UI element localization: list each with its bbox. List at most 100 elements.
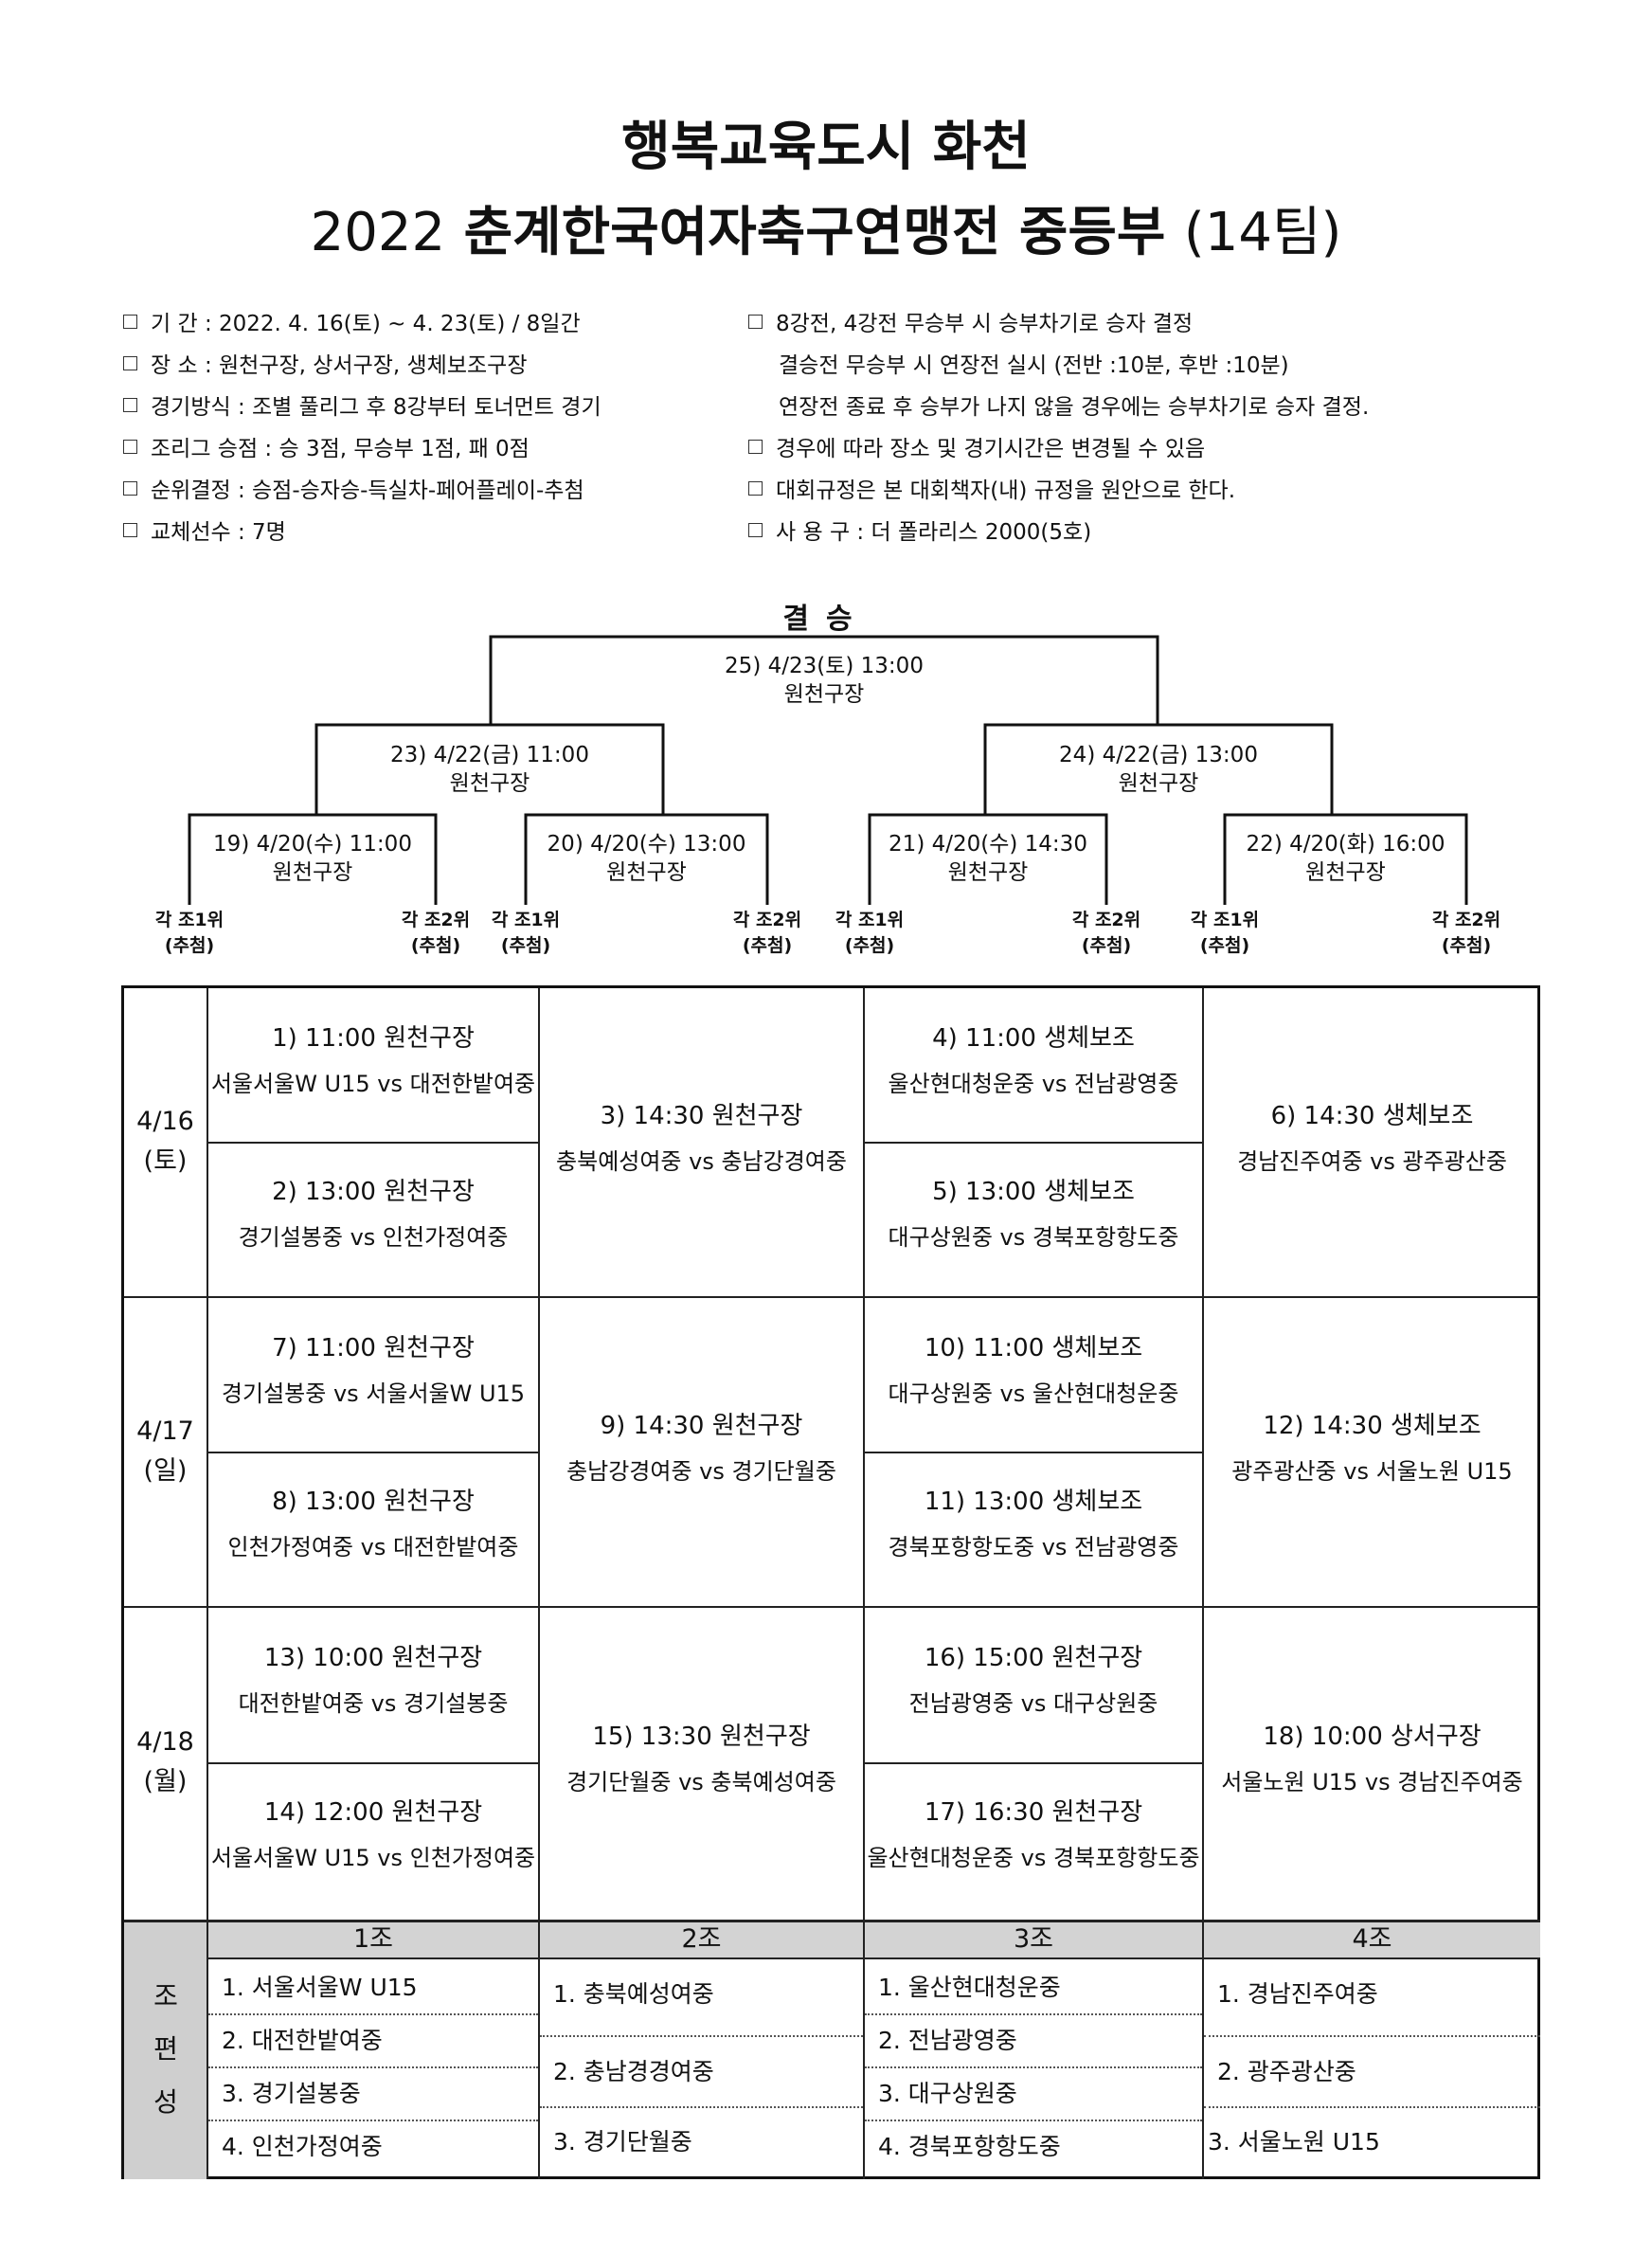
group-team: 3. 서울노원 U15 bbox=[1208, 2128, 1380, 2156]
info-text: 기 간 : 2022. 4. 16(토) ~ 4. 23(토) / 8일간 bbox=[151, 312, 581, 336]
group-team: 4. 경북포항항도중 bbox=[878, 2133, 1061, 2160]
info-row: 조리그 승점 : 승 3점, 무승부 1점, 패 0점 bbox=[123, 428, 602, 470]
group-label-panel bbox=[124, 1921, 206, 2179]
checkbox-icon bbox=[123, 356, 137, 370]
day-label: 4/17(일) bbox=[136, 1416, 194, 1486]
match-time: 19) 4/20(수) 11:00 bbox=[213, 832, 412, 857]
checkbox-icon bbox=[123, 523, 137, 537]
info-row: 결승전 무승부 시 연장전 실시 (전반 :10분, 후반 :10분) bbox=[748, 345, 1369, 387]
match-time: 24) 4/22(금) 13:00 bbox=[1059, 743, 1258, 767]
checkbox-icon bbox=[123, 398, 137, 412]
info-row: 순위결정 : 승점-승자승-득실차-페어플레이-추첨 bbox=[123, 470, 602, 512]
match-time: 20) 4/20(수) 13:00 bbox=[547, 832, 746, 857]
match-venue: 원천구장 bbox=[449, 771, 530, 796]
info-text: 8강전, 4강전 무승부 시 승부차기로 승자 결정 bbox=[776, 312, 1194, 336]
info-row: 사 용 구 : 더 폴라리스 2000(5호) bbox=[748, 512, 1369, 553]
seed-label: 각 조2위(추첨) bbox=[1071, 910, 1141, 956]
match-venue: 원천구장 bbox=[947, 860, 1029, 885]
page-title: 행복교육도시 화천 bbox=[621, 117, 1031, 178]
group-label-char: 편 bbox=[153, 2033, 178, 2065]
group-team: 2. 광주광산중 bbox=[1217, 2058, 1356, 2085]
match-time: 23) 4/22(금) 11:00 bbox=[390, 743, 589, 767]
match-venue: 원천구장 bbox=[606, 860, 687, 885]
info-right: 8강전, 4강전 무승부 시 승부차기로 승자 결정 결승전 무승부 시 연장전… bbox=[748, 303, 1369, 553]
group-team: 3. 대구상원중 bbox=[878, 2080, 1017, 2107]
group-team: 3. 경기단월중 bbox=[553, 2128, 692, 2156]
group-team: 2. 대전한밭여중 bbox=[222, 2027, 383, 2054]
qf4-bracket-line bbox=[1223, 813, 1468, 905]
match-venue: 원천구장 bbox=[272, 860, 353, 885]
seed-label: 각 조1위(추첨) bbox=[154, 910, 224, 956]
info-text: 경기방식 : 조별 풀리그 후 8강부터 토너먼트 경기 bbox=[151, 395, 602, 420]
info-text: 대회규정은 본 대회책자(내) 규정을 원안으로 한다. bbox=[776, 478, 1236, 503]
qf3-bracket-line bbox=[868, 813, 1108, 905]
group-team: 1. 경남진주여중 bbox=[1217, 1980, 1378, 2008]
group-team: 1. 충북예성여중 bbox=[553, 1980, 714, 2008]
group-team: 1. 울산현대청운중 bbox=[878, 1974, 1061, 2001]
info-row: 대회규정은 본 대회책자(내) 규정을 원안으로 한다. bbox=[748, 470, 1369, 512]
semi1-match-label: 23) 4/22(금) 11:00 원천구장 bbox=[318, 741, 661, 798]
group-team: 3. 경기설봉중 bbox=[222, 2080, 361, 2107]
info-row: 연장전 종료 후 승부가 나지 않을 경우에는 승부차기로 승자 결정. bbox=[748, 387, 1369, 428]
qf1-bracket-line bbox=[188, 813, 438, 905]
qf1-match-label: 19) 4/20(수) 11:00 원천구장 bbox=[191, 830, 434, 887]
group-header: 4조 bbox=[1352, 1924, 1392, 1954]
info-left: 기 간 : 2022. 4. 16(토) ~ 4. 23(토) / 8일간 장 … bbox=[123, 303, 602, 553]
seed-label: 각 조2위(추첨) bbox=[401, 910, 471, 956]
seed-label: 각 조1위(추첨) bbox=[835, 910, 905, 956]
match-time: 25) 4/23(토) 13:00 bbox=[725, 654, 924, 678]
semi2-bracket-line bbox=[983, 723, 1334, 815]
info-row: 기 간 : 2022. 4. 16(토) ~ 4. 23(토) / 8일간 bbox=[123, 303, 602, 345]
group-header-bg bbox=[208, 1921, 1540, 1957]
bracket-lines bbox=[188, 635, 1468, 905]
page-subtitle: 2022 춘계한국여자축구연맹전 중등부 (14팀) bbox=[0, 189, 1652, 266]
semi1-bracket-line bbox=[314, 723, 665, 815]
info-row: 교체선수 : 7명 bbox=[123, 512, 602, 553]
info-row: 장 소 : 원천구장, 상서구장, 생체보조구장 bbox=[123, 345, 602, 387]
seed-label: 각 조1위(추첨) bbox=[491, 910, 561, 956]
checkbox-icon bbox=[748, 481, 763, 496]
info-row: 경기방식 : 조별 풀리그 후 8강부터 토너먼트 경기 bbox=[123, 387, 602, 428]
final-match-label: 25) 4/23(토) 13:00 원천구장 bbox=[493, 652, 1156, 709]
seed-label: 각 조2위(추첨) bbox=[732, 910, 802, 956]
info-row: 8강전, 4강전 무승부 시 승부차기로 승자 결정 bbox=[748, 303, 1369, 345]
title-event: 춘계한국여자축구연맹전 중등부 bbox=[463, 202, 1166, 263]
group-header: 3조 bbox=[1013, 1924, 1054, 1954]
group-header: 2조 bbox=[681, 1924, 722, 1954]
final-heading: 결승 bbox=[782, 603, 870, 636]
match-venue: 원천구장 bbox=[1118, 771, 1199, 796]
group-team: 2. 전남광영중 bbox=[878, 2027, 1017, 2054]
info-text: 교체선수 : 7명 bbox=[151, 520, 286, 545]
info-text: 결승전 무승부 시 연장전 실시 (전반 :10분, 후반 :10분) bbox=[779, 353, 1289, 378]
match-time: 22) 4/20(화) 16:00 bbox=[1246, 832, 1446, 857]
group-label-char: 성 bbox=[153, 2086, 178, 2118]
group-team: 2. 충남경경여중 bbox=[553, 2058, 714, 2085]
checkbox-icon bbox=[123, 440, 137, 454]
title-year: 2022 bbox=[310, 202, 446, 263]
checkbox-icon bbox=[123, 481, 137, 496]
checkbox-icon bbox=[748, 440, 763, 454]
info-row: 경우에 따라 장소 및 경기시간은 변경될 수 있음 bbox=[748, 428, 1369, 470]
semi2-match-label: 24) 4/22(금) 13:00 원천구장 bbox=[987, 741, 1330, 798]
group-header: 1조 bbox=[352, 1924, 394, 1954]
info-text: 장 소 : 원천구장, 상서구장, 생체보조구장 bbox=[151, 353, 528, 378]
group-team: 1. 서울서울W U15 bbox=[222, 1974, 418, 2001]
info-text: 연장전 종료 후 승부가 나지 않을 경우에는 승부차기로 승자 결정. bbox=[779, 395, 1370, 420]
title-team-count: (14팀) bbox=[1183, 202, 1342, 263]
